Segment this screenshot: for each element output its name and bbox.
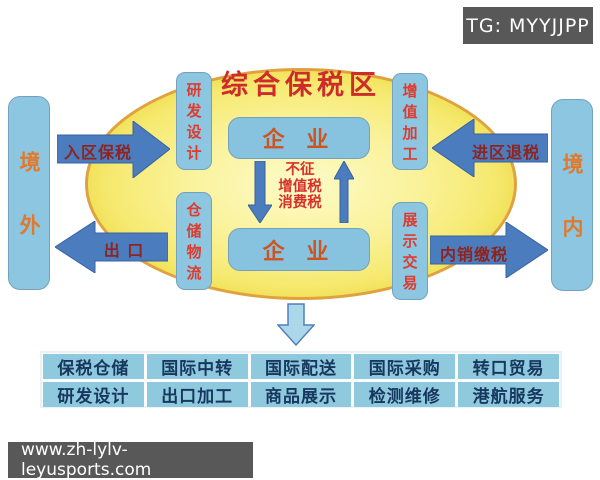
- domestic-sales-arrow: [430, 222, 548, 278]
- table-cell: 商品展示: [250, 382, 352, 407]
- table-cell: 国际采购: [354, 354, 456, 379]
- table-cell: 转口贸易: [458, 354, 559, 379]
- warehouse-logistics-box: 仓储物流: [176, 192, 212, 290]
- enter-zone-refund-arrow: [432, 119, 548, 177]
- enterprise-down-arrow: [248, 161, 272, 223]
- domestic-sales-arrow-label: 内销缴税: [439, 245, 508, 264]
- exhibition-trade-label: 展示交易: [400, 212, 419, 296]
- export-arrow: [55, 221, 168, 273]
- inside-border-box: 境内: [551, 99, 593, 291]
- inside-border-label: 境内: [560, 153, 584, 279]
- enterprise-top-label: 企 业: [262, 128, 336, 153]
- rd-design-box: 研发设计: [176, 72, 212, 170]
- enterprise-up-arrow: [334, 161, 354, 223]
- watermark-url-text: www.zh-lylv-leyusports.com: [21, 440, 152, 480]
- outside-border-box: 境外: [8, 96, 50, 290]
- enterprise-top-box: 企 业: [228, 117, 370, 159]
- exhibition-trade-box: 展示交易: [392, 202, 428, 300]
- enter-zone-refund-arrow-label: 进区退税: [471, 143, 540, 162]
- table-row: 保税仓储 国际中转 国际配送 国际采购 转口贸易: [43, 354, 559, 379]
- business-functions-table: 保税仓储 国际中转 国际配送 国际采购 转口贸易 研发设计 出口加工 商品展示 …: [40, 351, 562, 408]
- tax-exemption-note: 不征 增值税 消费税: [278, 162, 322, 211]
- zone-to-table-arrow: [277, 303, 315, 346]
- warehouse-logistics-label: 仓储物流: [184, 202, 203, 286]
- zone-title: 综合保税区: [221, 70, 381, 101]
- tg-badge: TG: MYYJJPP: [463, 7, 593, 44]
- table-row: 研发设计 出口加工 商品展示 检测维修 港航服务: [43, 382, 559, 407]
- outside-border-label: 境外: [17, 151, 41, 277]
- table-cell: 研发设计: [43, 382, 144, 407]
- table-cell: 国际配送: [250, 354, 352, 379]
- rd-design-label: 研发设计: [184, 82, 203, 166]
- watermark-url-bar: www.zh-lylv-leyusports.com: [8, 440, 253, 480]
- table-cell: 港航服务: [458, 382, 559, 407]
- enterprise-bottom-box: 企 业: [228, 228, 370, 271]
- table-cell: 检测维修: [354, 382, 456, 407]
- value-added-processing-label: 增值加工: [400, 82, 419, 167]
- value-added-processing-box: 增值加工: [392, 73, 428, 170]
- enterprise-bottom-label: 企 业: [262, 239, 336, 265]
- tg-badge-text: TG: MYYJJPP: [466, 14, 590, 37]
- export-arrow-label: 出 口: [103, 241, 145, 260]
- table-cell: 出口加工: [146, 382, 248, 407]
- enter-zone-arrow: [57, 121, 170, 178]
- enter-zone-arrow-label: 入区保税: [63, 143, 132, 162]
- table-cell: 保税仓储: [43, 354, 144, 379]
- table-cell: 国际中转: [146, 354, 248, 379]
